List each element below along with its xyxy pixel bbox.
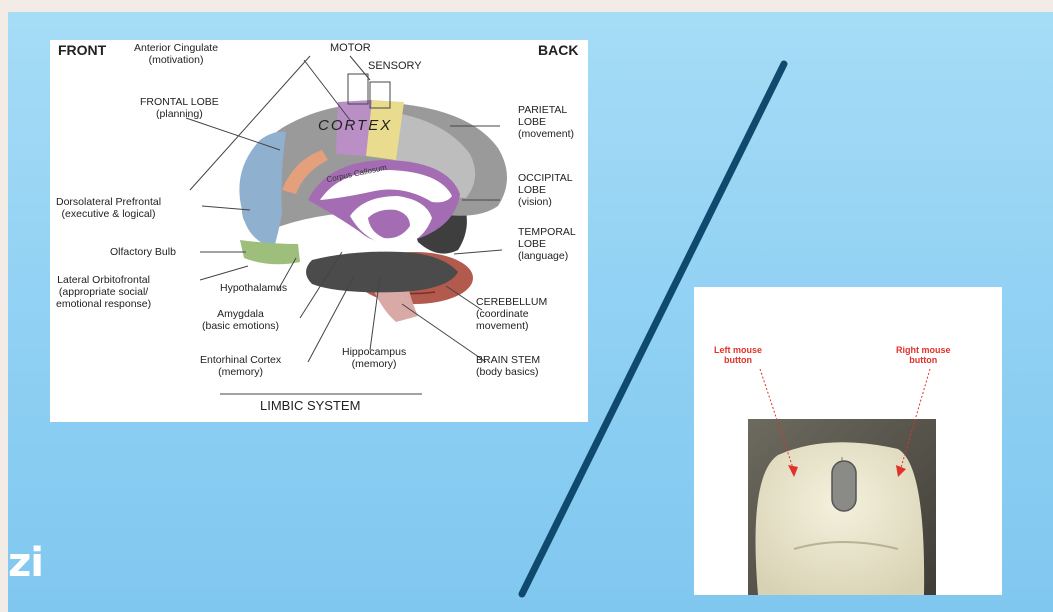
slide: FRONT BACK Anterior Cingulate (motivatio… — [8, 12, 1053, 612]
prezi-logo: zi — [8, 540, 43, 586]
mouse-diagram: Left mouse button Right mouse button — [694, 287, 1002, 595]
mouse-photo — [694, 287, 1002, 595]
